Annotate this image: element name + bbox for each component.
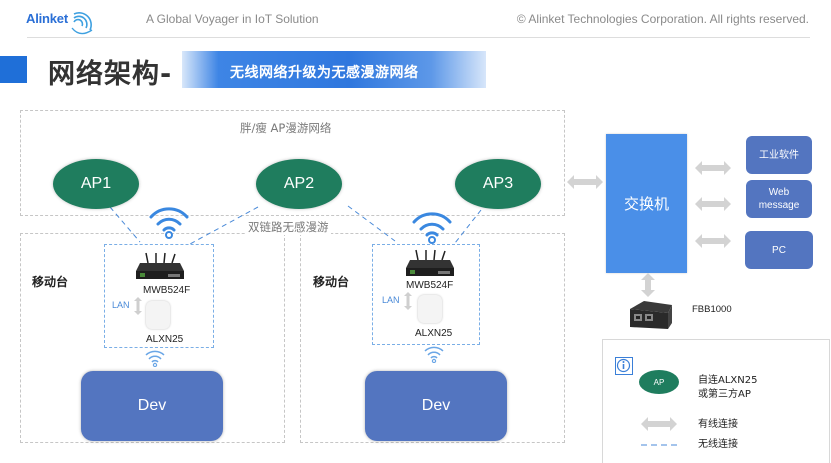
subtitle-banner <box>182 51 486 88</box>
title-accent-bar <box>0 56 27 83</box>
subtitle-text: 无线网络升级为无感漫游网络 <box>230 65 419 81</box>
gateway-label: FBB1000 <box>692 304 732 315</box>
mobile-device-group <box>372 244 480 345</box>
mobile-region-left <box>20 233 285 443</box>
ap-roaming-network-label: 胖/瘦 AP漫游网络 <box>238 120 334 136</box>
service-pc: PC <box>745 231 813 269</box>
dual-link-roaming-label: 双链路无感漫游 <box>246 219 331 235</box>
router-mwb524f-icon <box>406 249 454 276</box>
legend-wired-arrow-icon <box>641 417 677 431</box>
mobile-station-label: 移动台 <box>32 275 69 289</box>
router-label: MWB524F <box>406 280 454 291</box>
lan-label: LAN <box>382 295 400 305</box>
page-title: 网络架构- <box>48 59 173 90</box>
legend-panel <box>602 339 830 463</box>
legend-wired-label: 有线连接 <box>698 419 738 430</box>
gateway-fbb1000-icon <box>630 301 672 329</box>
legend-ap-symbol: AP <box>639 370 679 394</box>
wired-link-arrow-icon <box>641 273 655 297</box>
alinket-logo <box>24 8 94 36</box>
ap-roaming-network-region <box>20 110 565 216</box>
ap2-node: AP2 <box>256 159 342 209</box>
wireless-link-ap1-left <box>109 206 141 243</box>
dev-node: Dev <box>81 371 223 441</box>
legend-wireless-label: 无线连接 <box>698 439 738 450</box>
wifi-logo-icon <box>71 12 93 35</box>
service-industrial-software: 工业软件 <box>746 136 812 174</box>
router-label: MWB524F <box>143 285 191 296</box>
wired-link-arrow-icon <box>134 297 142 315</box>
wireless-link-ap2-right <box>347 205 396 242</box>
dev-node: Dev <box>365 371 507 441</box>
wired-link-arrow-icon <box>695 234 731 248</box>
ap-alxn25-icon <box>418 295 442 323</box>
wired-link-arrow-icon <box>404 292 412 310</box>
wifi-icon <box>412 212 452 244</box>
service-web-message: Web message <box>746 180 812 218</box>
ap1-node: AP1 <box>53 159 139 209</box>
ap-alxn25-icon <box>146 301 170 329</box>
ap-label: ALXN25 <box>146 334 184 345</box>
mobile-station-label: 移动台 <box>313 275 350 289</box>
tagline: A Global Voyager in IoT Solution <box>146 12 319 26</box>
wired-link-arrow-icon <box>567 175 603 189</box>
mobile-device-group <box>104 244 214 348</box>
wired-link-arrow-icon <box>695 197 731 211</box>
legend-ap-desc-line1: 自连ALXN25 <box>698 375 758 386</box>
wired-link-arrow-icon <box>695 161 731 175</box>
wireless-link-ap3-right <box>454 209 482 244</box>
info-icon <box>615 357 633 375</box>
legend-wireless-line-icon <box>641 444 679 446</box>
switch-node: 交换机 <box>606 134 687 273</box>
ap-label: ALXN25 <box>415 328 453 339</box>
wifi-icon <box>424 346 444 363</box>
lan-label: LAN <box>112 300 130 310</box>
ap3-node: AP3 <box>455 159 541 209</box>
wifi-icon <box>145 350 165 367</box>
logo-text: Alinket <box>26 11 68 26</box>
copyright: © Alinket Technologies Corporation. All … <box>516 12 809 26</box>
legend-ap-desc-line2: 或第三方AP <box>698 389 751 400</box>
wifi-icon <box>149 207 189 239</box>
router-mwb524f-icon <box>136 252 184 279</box>
header-divider <box>27 37 810 38</box>
wireless-link-ap2-left <box>189 206 259 245</box>
